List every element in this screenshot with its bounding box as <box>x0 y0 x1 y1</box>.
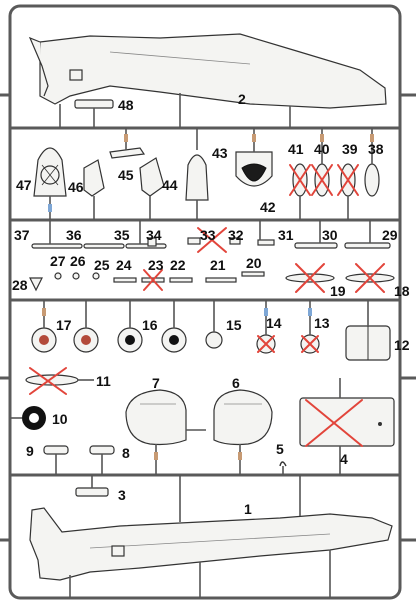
part-label: 20 <box>246 255 262 271</box>
part-label: 18 <box>394 283 410 299</box>
part-label: 1 <box>244 501 252 517</box>
part-label: 24 <box>116 257 132 273</box>
part-label: 9 <box>26 443 34 459</box>
part-label: 8 <box>122 445 130 461</box>
part-35 <box>125 243 167 249</box>
part-label: 40 <box>314 141 330 157</box>
part-20 <box>241 271 265 277</box>
part-label: 21 <box>210 257 226 273</box>
part-label: 39 <box>342 141 358 157</box>
part-label: 32 <box>228 227 244 243</box>
part-label: 4 <box>340 451 348 467</box>
part-44: 44 <box>139 157 178 220</box>
part-45: 45 <box>109 128 146 183</box>
part-label: 3 <box>118 487 126 503</box>
part-38: 38 <box>364 128 384 197</box>
part-label: 6 <box>232 375 240 391</box>
part-label: 7 <box>152 375 160 391</box>
part-label: 48 <box>118 97 134 113</box>
part-26 <box>72 272 80 280</box>
part-label: 25 <box>94 257 110 273</box>
part-label: 29 <box>382 227 398 243</box>
part-label: 17 <box>56 317 72 333</box>
part-48: 48 <box>74 97 134 128</box>
part-21 <box>205 277 237 283</box>
part-label: 37 <box>14 227 30 243</box>
rods-row: 37 36 35 34 33 32 31 30 29 <box>14 220 398 253</box>
part-36 <box>83 243 125 249</box>
part-8: 8 <box>89 445 130 475</box>
part-46: 46 <box>68 159 105 220</box>
part-9: 9 <box>26 443 69 475</box>
part-label: 2 <box>238 91 246 107</box>
part-label: 5 <box>276 441 284 457</box>
part-label: 36 <box>66 227 82 243</box>
part-label: 30 <box>322 227 338 243</box>
part-25 <box>92 272 100 280</box>
part-33 <box>187 237 201 245</box>
part-label: 14 <box>266 315 282 331</box>
part-2: 2 <box>28 33 387 128</box>
part-29 <box>344 242 391 249</box>
part-34 <box>147 237 157 247</box>
part-27 <box>54 272 62 280</box>
part-47: 47 <box>16 147 67 220</box>
part-30 <box>294 242 338 249</box>
part-label: 28 <box>12 277 28 293</box>
part-label: 12 <box>394 337 410 353</box>
part-label: 19 <box>330 283 346 299</box>
wheels-row: 17 16 15 14 13 12 <box>31 300 410 361</box>
part-label: 34 <box>146 227 162 243</box>
part-label: 42 <box>260 199 276 215</box>
part-label: 43 <box>212 145 228 161</box>
part-6: 6 <box>213 375 273 475</box>
part-24 <box>113 277 137 283</box>
part-label: 46 <box>68 179 84 195</box>
part-label: 44 <box>162 177 178 193</box>
part-39: 39 <box>337 141 359 220</box>
part-40: 40 <box>311 128 333 197</box>
part-31 <box>257 239 275 246</box>
part-label: 16 <box>142 317 158 333</box>
part-32 <box>229 237 241 245</box>
part-label: 45 <box>118 167 134 183</box>
part-label: 38 <box>368 141 384 157</box>
part-7: 7 <box>125 375 206 475</box>
part-label: 27 <box>50 253 66 269</box>
part-5: 5 <box>276 441 287 475</box>
part-3: 3 <box>75 475 126 503</box>
sprue-frame <box>0 4 416 600</box>
part-label: 11 <box>96 373 111 389</box>
part-label: 23 <box>148 257 164 273</box>
part-label: 26 <box>70 253 86 269</box>
part-label: 13 <box>314 315 330 331</box>
part-label: 22 <box>170 257 186 273</box>
part-43: 43 <box>185 128 228 220</box>
part-42: 42 <box>235 128 276 215</box>
part-label: 35 <box>114 227 130 243</box>
part-1: 1 <box>29 475 393 598</box>
part-37 <box>31 243 83 249</box>
part-10: 10 <box>10 406 68 430</box>
part-11: 11 <box>25 367 111 395</box>
part-label: 47 <box>16 177 32 193</box>
part-label: 10 <box>52 411 68 427</box>
part-4: 4 <box>299 378 395 475</box>
part-15 <box>205 331 223 349</box>
part-41: 41 <box>288 141 311 220</box>
part-label: 41 <box>288 141 304 157</box>
part-label: 33 <box>200 227 216 243</box>
part-28 <box>29 277 43 292</box>
part-22 <box>169 277 193 283</box>
part-label: 15 <box>226 317 242 333</box>
small-parts-row: 28 27 26 25 24 23 22 21 20 19 18 <box>12 253 410 299</box>
part-label: 31 <box>278 227 294 243</box>
